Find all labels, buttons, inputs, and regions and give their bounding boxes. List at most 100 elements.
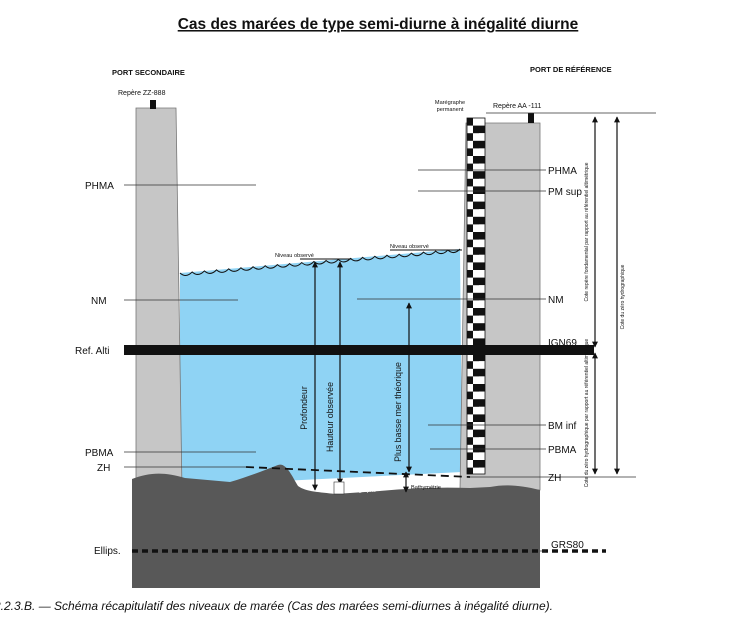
staff-square bbox=[479, 140, 485, 149]
staff-square bbox=[479, 414, 485, 422]
right-nm-label: NM bbox=[548, 295, 564, 306]
staff-square bbox=[467, 270, 473, 278]
niveau-observe-label-left: Niveau observé bbox=[275, 253, 314, 259]
staff-square bbox=[473, 216, 479, 225]
staff-square bbox=[473, 308, 479, 316]
ref-alti-bar bbox=[124, 345, 594, 355]
staff-square bbox=[479, 156, 485, 164]
diagram-title: Cas des marées de type semi-diurne à iné… bbox=[178, 16, 579, 33]
staff-square bbox=[467, 406, 473, 415]
staff-square bbox=[479, 232, 485, 240]
staff-square bbox=[473, 232, 479, 240]
staff-square bbox=[473, 201, 479, 210]
left-zh-label: ZH bbox=[97, 463, 110, 474]
staff-square bbox=[479, 300, 485, 308]
staff-square bbox=[479, 262, 485, 270]
staff-square bbox=[467, 133, 473, 141]
right-grs80-label: GRS80 bbox=[551, 540, 584, 551]
staff-square bbox=[479, 171, 485, 179]
staff-square bbox=[473, 277, 479, 286]
staff-square bbox=[473, 323, 479, 331]
staff-square bbox=[467, 467, 473, 474]
right-phma-label: PHMA bbox=[548, 166, 577, 177]
right-pmsup-label: PM sup bbox=[548, 187, 582, 198]
staff-square bbox=[479, 247, 485, 255]
staff-square bbox=[473, 156, 479, 164]
staff-square bbox=[467, 376, 473, 384]
staff-square bbox=[467, 285, 473, 293]
staff-square bbox=[479, 118, 485, 126]
secondary-port-wall bbox=[135, 107, 183, 491]
staff-square bbox=[479, 353, 485, 362]
staff-square bbox=[479, 285, 485, 293]
staff-square bbox=[473, 171, 479, 179]
staff-square bbox=[479, 384, 485, 392]
staff-square bbox=[479, 201, 485, 210]
reference-port-label: PORT DE RÉFÉRENCE bbox=[530, 65, 612, 74]
staff-square bbox=[479, 270, 485, 278]
maregraphe-label: Marégraphe bbox=[346, 488, 376, 494]
staff-square bbox=[467, 254, 473, 263]
staff-square bbox=[473, 140, 479, 149]
staff-square bbox=[473, 262, 479, 270]
staff-outline bbox=[466, 117, 486, 475]
staff-square bbox=[479, 254, 485, 263]
left-ellips-label: Ellips. bbox=[94, 546, 121, 557]
reference-benchmark-marker bbox=[528, 113, 534, 123]
niveau-marin-label: Niveau Marin bbox=[204, 250, 264, 266]
staff-square bbox=[467, 239, 473, 248]
cote-repere-label: Cote repère fondamental par rapport au r… bbox=[584, 162, 590, 301]
water-surface-wave bbox=[179, 248, 461, 276]
staff-square bbox=[467, 361, 473, 369]
staff-square bbox=[473, 186, 479, 194]
staff-square bbox=[479, 308, 485, 316]
staff-square bbox=[479, 277, 485, 286]
staff-square bbox=[479, 368, 485, 377]
staff-square bbox=[473, 338, 479, 346]
staff-square bbox=[467, 163, 473, 172]
staff-square bbox=[479, 194, 485, 202]
staff-square bbox=[473, 247, 479, 255]
staff-square bbox=[473, 399, 479, 407]
staff-square bbox=[473, 353, 479, 362]
right-bminf-label: BM inf bbox=[548, 421, 577, 432]
staff-square bbox=[473, 414, 479, 422]
staff-square bbox=[473, 444, 479, 453]
staff-square bbox=[473, 368, 479, 377]
staff-square bbox=[473, 125, 479, 134]
left-nm-label: NM bbox=[91, 296, 107, 307]
reference-benchmark-label: Repère AA -111 bbox=[493, 103, 541, 110]
secondary-benchmark-marker bbox=[150, 100, 156, 109]
staff-square bbox=[479, 209, 485, 217]
maregraphe-permanent-line1: Marégraphe bbox=[435, 100, 465, 106]
staff-square bbox=[479, 216, 485, 225]
right-ign69-label: IGN69 bbox=[548, 338, 577, 349]
staff-square bbox=[479, 422, 485, 430]
staff-square bbox=[479, 460, 485, 468]
staff-square bbox=[479, 292, 485, 301]
staff-square bbox=[479, 163, 485, 172]
right-pbma-label: PBMA bbox=[548, 445, 577, 456]
hauteur-observee-label: Hauteur observée bbox=[325, 382, 335, 452]
staff-square bbox=[473, 429, 479, 438]
staff-square bbox=[479, 239, 485, 248]
maregraphe-permanent-line2: permanent bbox=[437, 107, 464, 113]
staff-square bbox=[467, 330, 473, 339]
zh-dashed-line bbox=[245, 466, 471, 478]
staff-square bbox=[479, 224, 485, 232]
staff-square bbox=[479, 406, 485, 415]
seabed-maregraphe-box bbox=[333, 481, 345, 495]
water-body bbox=[180, 249, 462, 486]
staff-square bbox=[479, 376, 485, 384]
staff-square bbox=[467, 209, 473, 217]
staff-square bbox=[467, 437, 473, 445]
left-ref-alti-label: Ref. Alti bbox=[75, 346, 109, 357]
staff-square bbox=[479, 467, 485, 474]
staff-square bbox=[479, 444, 485, 453]
staff-square bbox=[479, 338, 485, 346]
staff-square bbox=[467, 452, 473, 460]
staff-square bbox=[479, 391, 485, 400]
secondary-port-label: PORT SECONDAIRE bbox=[112, 68, 185, 77]
